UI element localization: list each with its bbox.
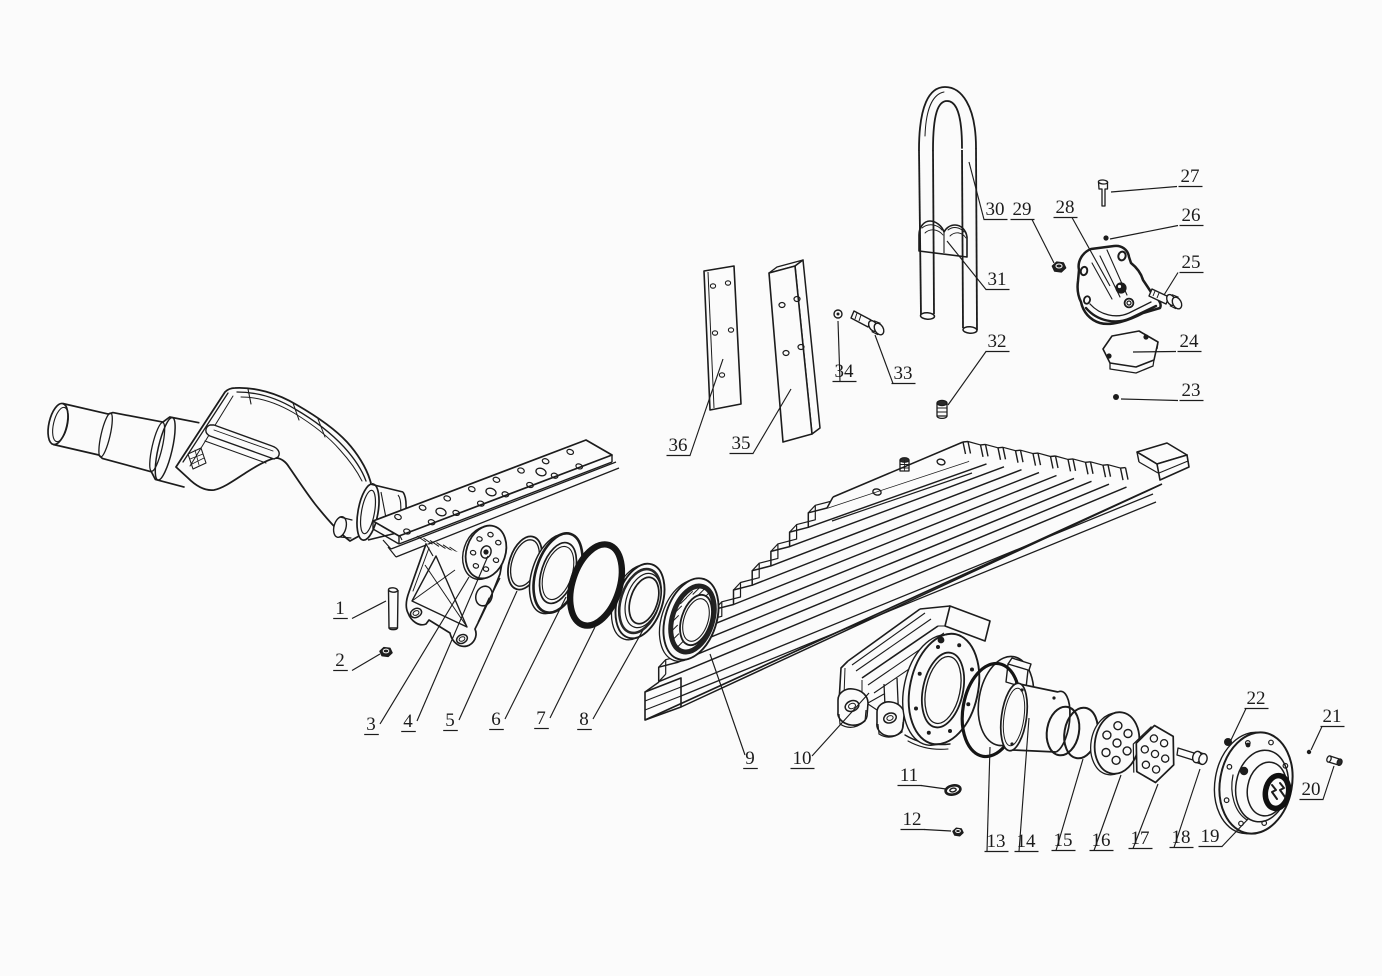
svg-text:10: 10 <box>793 748 812 769</box>
svg-text:2: 2 <box>335 650 345 671</box>
svg-text:7: 7 <box>536 708 546 729</box>
svg-text:6: 6 <box>491 709 501 730</box>
svg-text:27: 27 <box>1181 166 1200 187</box>
svg-text:9: 9 <box>745 748 755 769</box>
svg-text:18: 18 <box>1172 827 1191 848</box>
svg-text:22: 22 <box>1247 688 1266 709</box>
svg-text:21: 21 <box>1323 706 1342 727</box>
svg-text:11: 11 <box>900 765 918 786</box>
svg-text:29: 29 <box>1013 199 1032 220</box>
svg-text:8: 8 <box>579 709 589 730</box>
svg-text:12: 12 <box>903 809 922 830</box>
svg-text:1: 1 <box>335 598 345 619</box>
svg-text:5: 5 <box>445 710 455 731</box>
svg-text:25: 25 <box>1182 252 1201 273</box>
svg-text:14: 14 <box>1017 831 1037 852</box>
svg-text:28: 28 <box>1056 197 1075 218</box>
svg-text:33: 33 <box>894 363 913 384</box>
svg-text:3: 3 <box>366 714 376 735</box>
svg-text:34: 34 <box>835 361 855 382</box>
svg-text:26: 26 <box>1182 205 1201 226</box>
svg-text:23: 23 <box>1182 380 1201 401</box>
svg-text:24: 24 <box>1180 331 1200 352</box>
svg-text:36: 36 <box>669 435 688 456</box>
svg-text:32: 32 <box>988 331 1007 352</box>
svg-text:20: 20 <box>1302 779 1321 800</box>
svg-text:30: 30 <box>986 199 1005 220</box>
svg-text:35: 35 <box>732 433 751 454</box>
svg-text:15: 15 <box>1054 830 1073 851</box>
svg-text:13: 13 <box>987 831 1006 852</box>
svg-text:31: 31 <box>988 269 1007 290</box>
svg-text:4: 4 <box>403 711 413 732</box>
svg-text:19: 19 <box>1201 826 1220 847</box>
